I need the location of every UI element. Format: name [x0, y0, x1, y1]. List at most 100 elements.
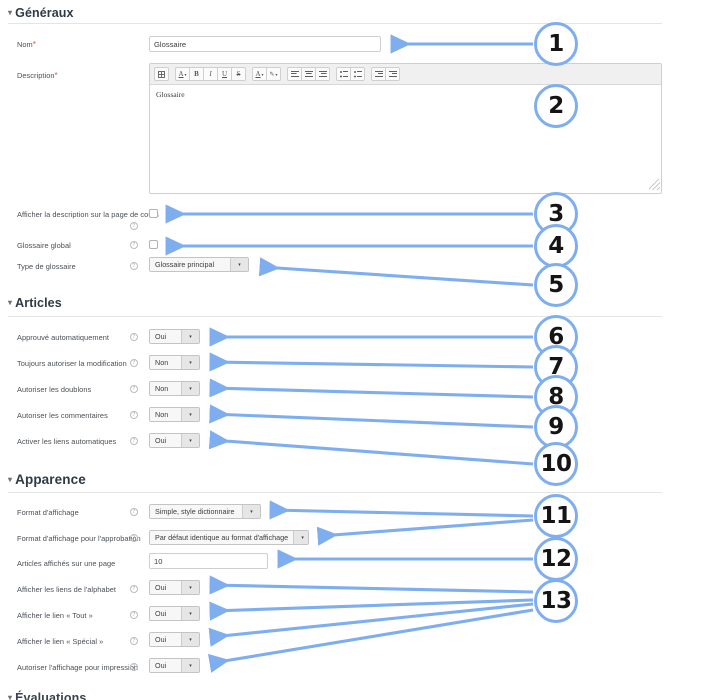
- annotation-badge-4: 4: [534, 224, 578, 268]
- chevron-down-icon[interactable]: ▾: [181, 356, 199, 369]
- help-icon[interactable]: ?: [130, 385, 138, 393]
- help-icon[interactable]: ?: [130, 241, 138, 249]
- autoriser-commentaires-select[interactable]: Non ▾: [149, 407, 200, 422]
- help-icon[interactable]: ?: [130, 534, 138, 542]
- annotation-badge-2: 2: [534, 84, 578, 128]
- label-nom: Nom*: [17, 40, 36, 49]
- indent-icon[interactable]: [385, 67, 400, 81]
- align-left-icon[interactable]: [287, 67, 302, 81]
- annotation-badge-9: 9: [534, 405, 578, 449]
- text-color-icon[interactable]: A▾: [252, 67, 267, 81]
- description-editor[interactable]: A▾ B I U S A▾ ✎▾: [149, 63, 662, 194]
- section-header-evaluations[interactable]: ▾Évaluations: [8, 691, 86, 700]
- chevron-down-icon[interactable]: ▾: [230, 258, 248, 271]
- help-icon[interactable]: ?: [130, 637, 138, 645]
- label-autoriser-doublons: Autoriser les doublons: [17, 385, 92, 394]
- bold-icon[interactable]: B: [189, 67, 204, 81]
- help-icon[interactable]: ?: [130, 222, 138, 230]
- activer-liens-automatiques-select[interactable]: Oui ▾: [149, 433, 200, 448]
- select-value: Oui: [150, 434, 181, 447]
- type-de-glossaire-select[interactable]: Glossaire principal ▾: [149, 257, 249, 272]
- underline-icon[interactable]: U: [217, 67, 232, 81]
- chevron-down-icon[interactable]: ▾: [242, 505, 260, 518]
- chevron-down-icon[interactable]: ▾: [181, 330, 199, 343]
- chevron-down-icon[interactable]: ▾: [181, 581, 199, 594]
- chevron-down-icon[interactable]: ▾: [181, 434, 199, 447]
- chevron-down-icon[interactable]: ▾: [181, 408, 199, 421]
- bullet-list-icon[interactable]: [336, 67, 351, 81]
- settings-form: ▾Généraux Nom* Glossaire Description* A▾…: [8, 6, 662, 700]
- collapse-caret-icon[interactable]: ▾: [8, 475, 13, 484]
- select-value: Simple, style dictionnaire: [150, 505, 242, 518]
- highlight-pen-icon[interactable]: ✎▾: [266, 67, 281, 81]
- afficher-lien-special-select[interactable]: Oui ▾: [149, 632, 200, 647]
- help-icon[interactable]: ?: [130, 663, 138, 671]
- help-icon[interactable]: ?: [130, 585, 138, 593]
- format-affichage-select[interactable]: Simple, style dictionnaire ▾: [149, 504, 261, 519]
- section-title-articles: Articles: [15, 296, 62, 310]
- description-text: Glossaire: [156, 90, 185, 99]
- outdent-icon[interactable]: [371, 67, 386, 81]
- toolbar-group-indent: [371, 67, 400, 81]
- select-value: Non: [150, 382, 181, 395]
- table-icon[interactable]: [154, 67, 169, 81]
- collapse-caret-icon[interactable]: ▾: [8, 8, 13, 17]
- label-articles-par-page: Articles affichés sur une page: [17, 559, 116, 568]
- italic-icon[interactable]: I: [203, 67, 218, 81]
- section-divider: [8, 492, 662, 493]
- annotation-badge-11: 11: [534, 494, 578, 538]
- chevron-down-icon[interactable]: ▾: [293, 531, 308, 544]
- chevron-down-icon[interactable]: ▾: [181, 659, 199, 672]
- select-value: Oui: [150, 581, 181, 594]
- select-value: Non: [150, 408, 181, 421]
- description-textarea[interactable]: Glossaire: [150, 85, 661, 191]
- resize-handle[interactable]: [649, 179, 660, 190]
- select-value: Oui: [150, 633, 181, 646]
- label-afficher-liens-alphabet: Afficher les liens de l'alphabet: [17, 585, 117, 594]
- collapse-caret-icon[interactable]: ▾: [8, 298, 13, 307]
- select-value: Non: [150, 356, 181, 369]
- afficher-liens-alphabet-select[interactable]: Oui ▾: [149, 580, 200, 595]
- section-header-apparence[interactable]: ▾Apparence: [8, 472, 86, 487]
- label-description: Description*: [17, 71, 58, 80]
- nom-input[interactable]: Glossaire: [149, 36, 381, 52]
- label-afficher-description: Afficher la description sur la page de c…: [17, 210, 159, 219]
- autoriser-doublons-select[interactable]: Non ▾: [149, 381, 200, 396]
- numbered-list-icon[interactable]: [350, 67, 365, 81]
- articles-par-page-input[interactable]: 10: [149, 553, 268, 569]
- chevron-down-icon[interactable]: ▾: [181, 607, 199, 620]
- help-icon[interactable]: ?: [130, 333, 138, 341]
- afficher-lien-tout-select[interactable]: Oui ▾: [149, 606, 200, 621]
- select-value: Oui: [150, 607, 181, 620]
- chevron-down-icon[interactable]: ▾: [181, 633, 199, 646]
- label-afficher-lien-special: Afficher le lien « Spécial »: [17, 637, 104, 646]
- help-icon[interactable]: ?: [130, 611, 138, 619]
- editor-toolbar[interactable]: A▾ B I U S A▾ ✎▾: [150, 64, 661, 85]
- glossaire-global-checkbox[interactable]: [149, 240, 158, 249]
- help-icon[interactable]: ?: [130, 508, 138, 516]
- format-affichage-approbation-select[interactable]: Par défaut identique au format d'afficha…: [149, 530, 309, 545]
- toolbar-group-lists: [336, 67, 365, 81]
- label-afficher-lien-tout: Afficher le lien « Tout »: [17, 611, 93, 620]
- help-icon[interactable]: ?: [130, 411, 138, 419]
- strikethrough-icon[interactable]: S: [231, 67, 246, 81]
- help-icon[interactable]: ?: [130, 262, 138, 270]
- collapse-caret-icon[interactable]: ▾: [8, 693, 13, 700]
- help-icon[interactable]: ?: [130, 359, 138, 367]
- required-asterisk: *: [32, 40, 36, 49]
- approuve-automatiquement-select[interactable]: Oui ▾: [149, 329, 200, 344]
- annotation-badge-13: 13: [534, 579, 578, 623]
- section-header-articles[interactable]: ▾Articles: [8, 296, 62, 310]
- toujours-autoriser-modification-select[interactable]: Non ▾: [149, 355, 200, 370]
- label-format-affichage: Format d'affichage: [17, 508, 79, 517]
- font-color-icon[interactable]: A▾: [175, 67, 190, 81]
- help-icon[interactable]: ?: [130, 437, 138, 445]
- label-type-de-glossaire: Type de glossaire: [17, 262, 76, 271]
- afficher-description-checkbox[interactable]: [149, 209, 158, 218]
- align-center-icon[interactable]: [301, 67, 316, 81]
- section-header-generaux[interactable]: ▾Généraux: [8, 6, 74, 20]
- chevron-down-icon[interactable]: ▾: [181, 382, 199, 395]
- autoriser-affichage-impression-select[interactable]: Oui ▾: [149, 658, 200, 673]
- align-right-icon[interactable]: [315, 67, 330, 81]
